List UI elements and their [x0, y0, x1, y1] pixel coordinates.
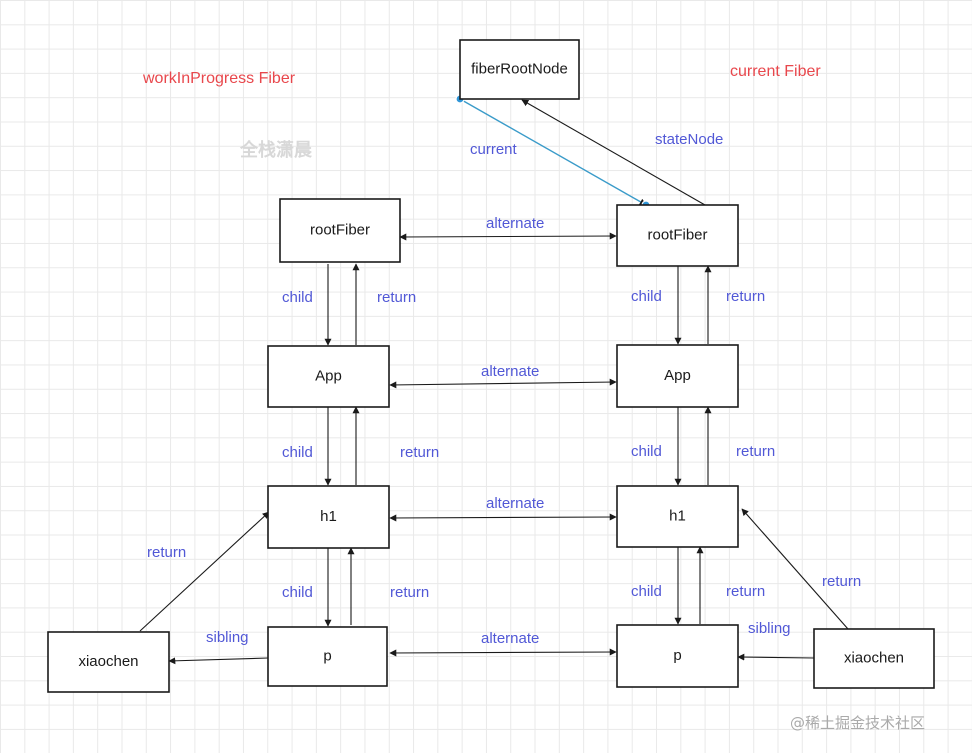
cur-h1-label: h1	[669, 507, 686, 524]
current-pointer-edge[interactable]	[459, 98, 647, 206]
alternate-edge-rootfiber[interactable]	[399, 232, 617, 241]
wip-child-label-app: child	[282, 444, 313, 461]
watermark-text: 全栈潇晨	[239, 139, 313, 161]
cur-rootfiber-label: rootFiber	[647, 226, 707, 243]
fiber-root-node-label: fiberRootNode	[471, 60, 568, 77]
cur-return-label-xiaochen: return	[822, 573, 861, 590]
current-edge-label: current	[470, 141, 518, 158]
cur-return-label-h1: return	[726, 583, 765, 600]
alternate-label-app: alternate	[481, 363, 539, 380]
wip-child-label-h1: child	[282, 584, 313, 601]
wip-app-label: App	[315, 367, 342, 384]
cur-xiaochen-label: xiaochen	[844, 649, 904, 666]
statenode-edge-label: stateNode	[655, 131, 723, 148]
wip-return-label-xiaochen: return	[147, 544, 186, 561]
cur-return-edge-xiaochen-h1[interactable]	[741, 508, 849, 630]
cur-xiaochen-node[interactable]: xiaochen	[813, 628, 935, 689]
cur-child-label-h1: child	[631, 583, 662, 600]
wip-h1-label: h1	[320, 508, 337, 525]
cur-app-label: App	[664, 367, 691, 384]
wip-p-label: p	[323, 647, 331, 664]
wip-sibling-edge-p-xiaochen[interactable]	[168, 657, 269, 665]
wip-child-label-rootfiber: child	[282, 289, 313, 306]
cur-p-node[interactable]: p	[616, 624, 739, 688]
cur-app-node[interactable]: App	[616, 344, 739, 408]
wip-xiaochen-node[interactable]: xiaochen	[47, 631, 170, 693]
wip-sibling-label: sibling	[206, 629, 249, 646]
current-fiber-title: current Fiber	[730, 63, 821, 80]
wip-h1-node[interactable]: h1	[267, 485, 390, 549]
cur-sibling-edge-xiaochen-p[interactable]	[737, 653, 815, 661]
wip-return-edge-xiaochen-h1[interactable]	[139, 511, 270, 632]
cur-child-label-rootfiber: child	[631, 288, 662, 305]
cur-child-label-app: child	[631, 443, 662, 460]
statenode-edge[interactable]	[521, 99, 706, 206]
wip-app-node[interactable]: App	[267, 345, 390, 408]
fiber-root-node[interactable]: fiberRootNode	[459, 39, 580, 100]
wip-return-label-app: return	[400, 444, 439, 461]
wip-return-label-h1: return	[390, 584, 429, 601]
wip-fiber-title: workInProgress Fiber	[142, 70, 296, 87]
alternate-label-rootfiber: alternate	[486, 215, 544, 232]
cur-return-label-app: return	[736, 443, 775, 460]
cur-sibling-label: sibling	[748, 620, 791, 637]
wip-rootfiber-label: rootFiber	[310, 221, 370, 238]
wip-p-node[interactable]: p	[267, 626, 388, 687]
wip-return-label-rootfiber: return	[377, 289, 416, 306]
footer-source-label: @稀土掘金技术社区	[790, 714, 925, 732]
cur-p-label: p	[673, 647, 681, 664]
alternate-edge-p[interactable]	[389, 648, 617, 657]
wip-xiaochen-label: xiaochen	[78, 653, 138, 670]
alternate-label-p: alternate	[481, 630, 539, 647]
wip-rootfiber-node[interactable]: rootFiber	[279, 198, 401, 263]
alternate-label-h1: alternate	[486, 495, 544, 512]
alternate-edge-h1[interactable]	[389, 513, 617, 522]
cur-h1-node[interactable]: h1	[616, 485, 739, 548]
cur-return-label-rootfiber: return	[726, 288, 765, 305]
alternate-edge-app[interactable]	[389, 378, 617, 389]
cur-rootfiber-node[interactable]: rootFiber	[616, 204, 739, 267]
